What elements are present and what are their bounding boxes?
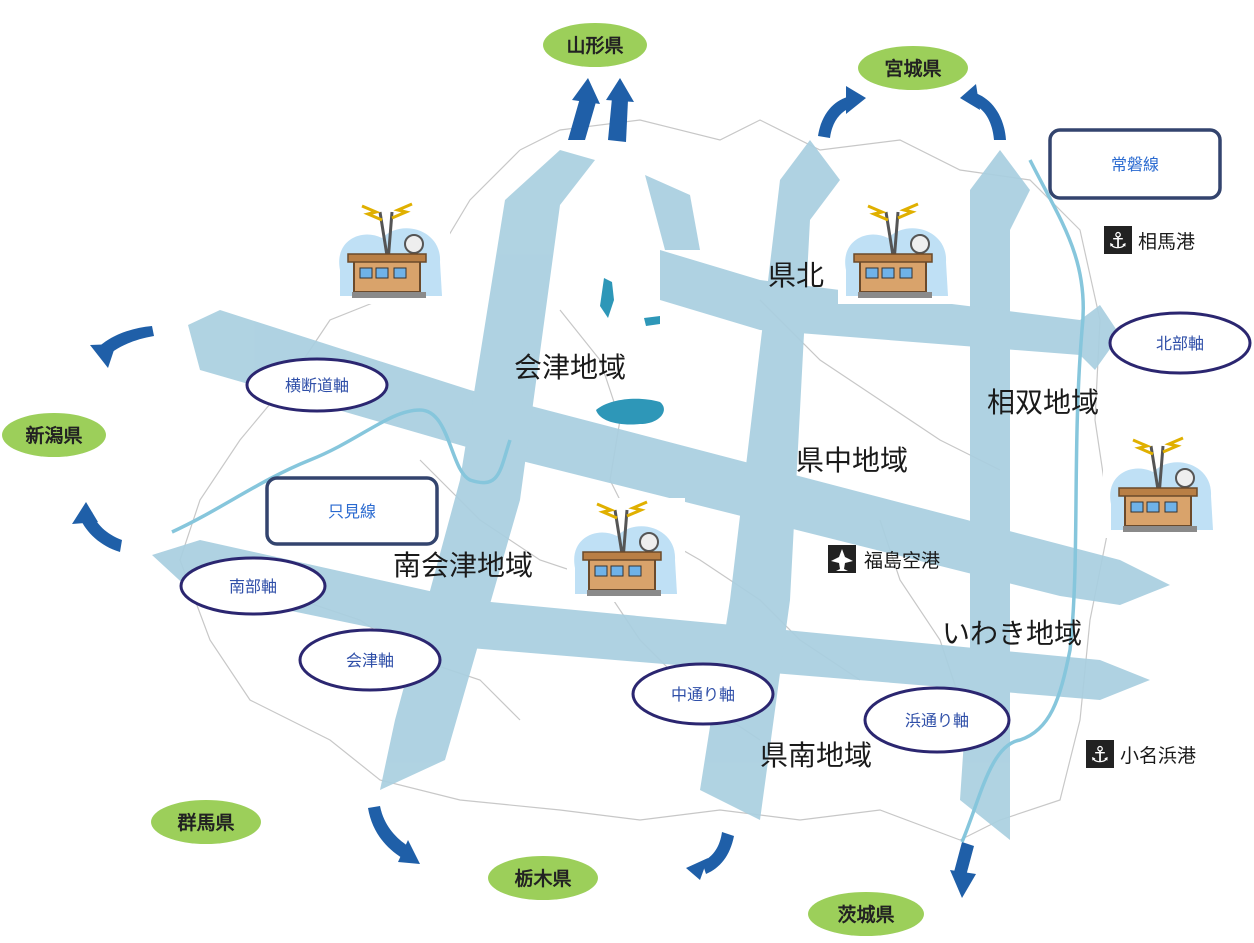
- region-kenpoku: 県北: [768, 259, 824, 292]
- svg-text:浜通り軸: 浜通り軸: [905, 711, 969, 730]
- facilities: 福島空港 ⚓ 相馬港 ⚓ 小名浜港: [828, 226, 1196, 768]
- airport: 福島空港: [828, 545, 940, 573]
- region-aizu: 会津地域: [514, 351, 626, 384]
- svg-text:新潟県: 新潟県: [25, 424, 82, 447]
- lakes: [596, 278, 664, 425]
- region-souso: 相双地域: [987, 386, 1099, 419]
- svg-text:福島空港: 福島空港: [864, 550, 940, 572]
- pref-gunma: 群馬県: [151, 800, 261, 844]
- svg-text:只見線: 只見線: [328, 502, 376, 521]
- radio-station-icon: [565, 496, 687, 604]
- pref-niigata: 新潟県: [2, 413, 106, 457]
- joban-label: 常磐線: [1048, 128, 1222, 200]
- prefecture-labels: 山形県 宮城県 新潟県 群馬県 栃木県 茨城県: [2, 23, 968, 936]
- svg-text:小名浜港: 小名浜港: [1120, 745, 1196, 767]
- svg-text:栃木県: 栃木県: [514, 867, 571, 890]
- svg-text:⚓: ⚓: [1090, 743, 1110, 768]
- region-kenchu: 県中地域: [796, 444, 908, 477]
- axis-aizu: 会津軸: [298, 628, 442, 692]
- joban-line: [960, 159, 1085, 843]
- rail-labels: 常磐線 只見線: [265, 128, 1222, 546]
- anchor-icon: [1104, 226, 1132, 254]
- axis-hokubu: 北部軸: [1108, 311, 1252, 375]
- pref-tochigi: 栃木県: [488, 856, 598, 900]
- onahama-port: ⚓ 小名浜港: [1086, 740, 1196, 768]
- region-iwaki: いわき地域: [942, 617, 1082, 650]
- tadami-line: [171, 408, 512, 534]
- svg-text:宮城県: 宮城県: [884, 57, 941, 80]
- rail-lines: [171, 159, 1085, 843]
- axis-nakadori: 中通り軸: [631, 662, 775, 726]
- pref-yamagata: 山形県: [543, 23, 647, 67]
- direction-arrows: [72, 78, 1006, 898]
- axis-labels: 横断道軸 北部軸 南部軸 会津軸 中通り軸 浜通り軸: [179, 311, 1252, 754]
- svg-text:南部軸: 南部軸: [229, 577, 277, 596]
- svg-text:中通り軸: 中通り軸: [671, 685, 735, 704]
- pref-miyagi: 宮城県: [858, 46, 968, 90]
- radio-station-icon: [330, 198, 452, 306]
- axis-nanbu: 南部軸: [179, 556, 327, 616]
- svg-text:茨城県: 茨城県: [837, 903, 894, 926]
- svg-text:相馬港: 相馬港: [1138, 231, 1195, 253]
- svg-text:群馬県: 群馬県: [176, 811, 234, 834]
- radio-station-icon: [1101, 432, 1223, 540]
- soma-port: ⚓ 相馬港: [1104, 226, 1195, 254]
- svg-text:⚓: ⚓: [1108, 229, 1128, 254]
- region-minami-aizu: 南会津地域: [393, 549, 533, 582]
- pref-ibaraki: 茨城県: [808, 892, 924, 936]
- svg-text:北部軸: 北部軸: [1156, 334, 1204, 353]
- region-kennan: 県南地域: [760, 739, 872, 772]
- anchor-icon: [1086, 740, 1114, 768]
- axis-oudan: 横断道軸: [245, 357, 389, 413]
- svg-text:会津軸: 会津軸: [346, 651, 394, 670]
- axis-arrows: [152, 140, 1170, 840]
- svg-text:横断道軸: 横断道軸: [285, 376, 349, 395]
- radio-station-icon: [836, 198, 958, 306]
- tadami-label: 只見線: [265, 476, 439, 546]
- svg-text:常磐線: 常磐線: [1111, 155, 1159, 174]
- axis-hamadori: 浜通り軸: [863, 686, 1011, 754]
- svg-text:山形県: 山形県: [566, 35, 623, 57]
- region-labels: 会津地域 南会津地域 県北 県中地域 県南地域 相双地域 いわき地域: [393, 259, 1099, 772]
